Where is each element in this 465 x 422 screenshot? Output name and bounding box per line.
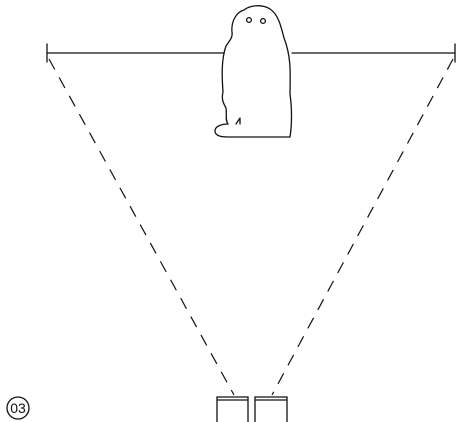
projection-lines	[48, 58, 454, 396]
owl-body-outline	[214, 5, 293, 138]
owl-right-eye	[259, 17, 267, 25]
left-projection-line	[48, 58, 235, 396]
step-badge-label: 03	[10, 400, 26, 416]
right-speaker	[254, 396, 288, 422]
step-badge: 03	[6, 396, 30, 420]
step-badge-circle	[6, 396, 30, 420]
owl-foot-line	[235, 117, 241, 125]
owl-figure-icon	[214, 5, 293, 138]
left-speaker	[216, 396, 249, 422]
span-line	[46, 43, 456, 63]
owl-left-eye	[245, 16, 253, 24]
right-projection-line	[271, 58, 454, 396]
speaker-pair-icon	[216, 396, 288, 422]
